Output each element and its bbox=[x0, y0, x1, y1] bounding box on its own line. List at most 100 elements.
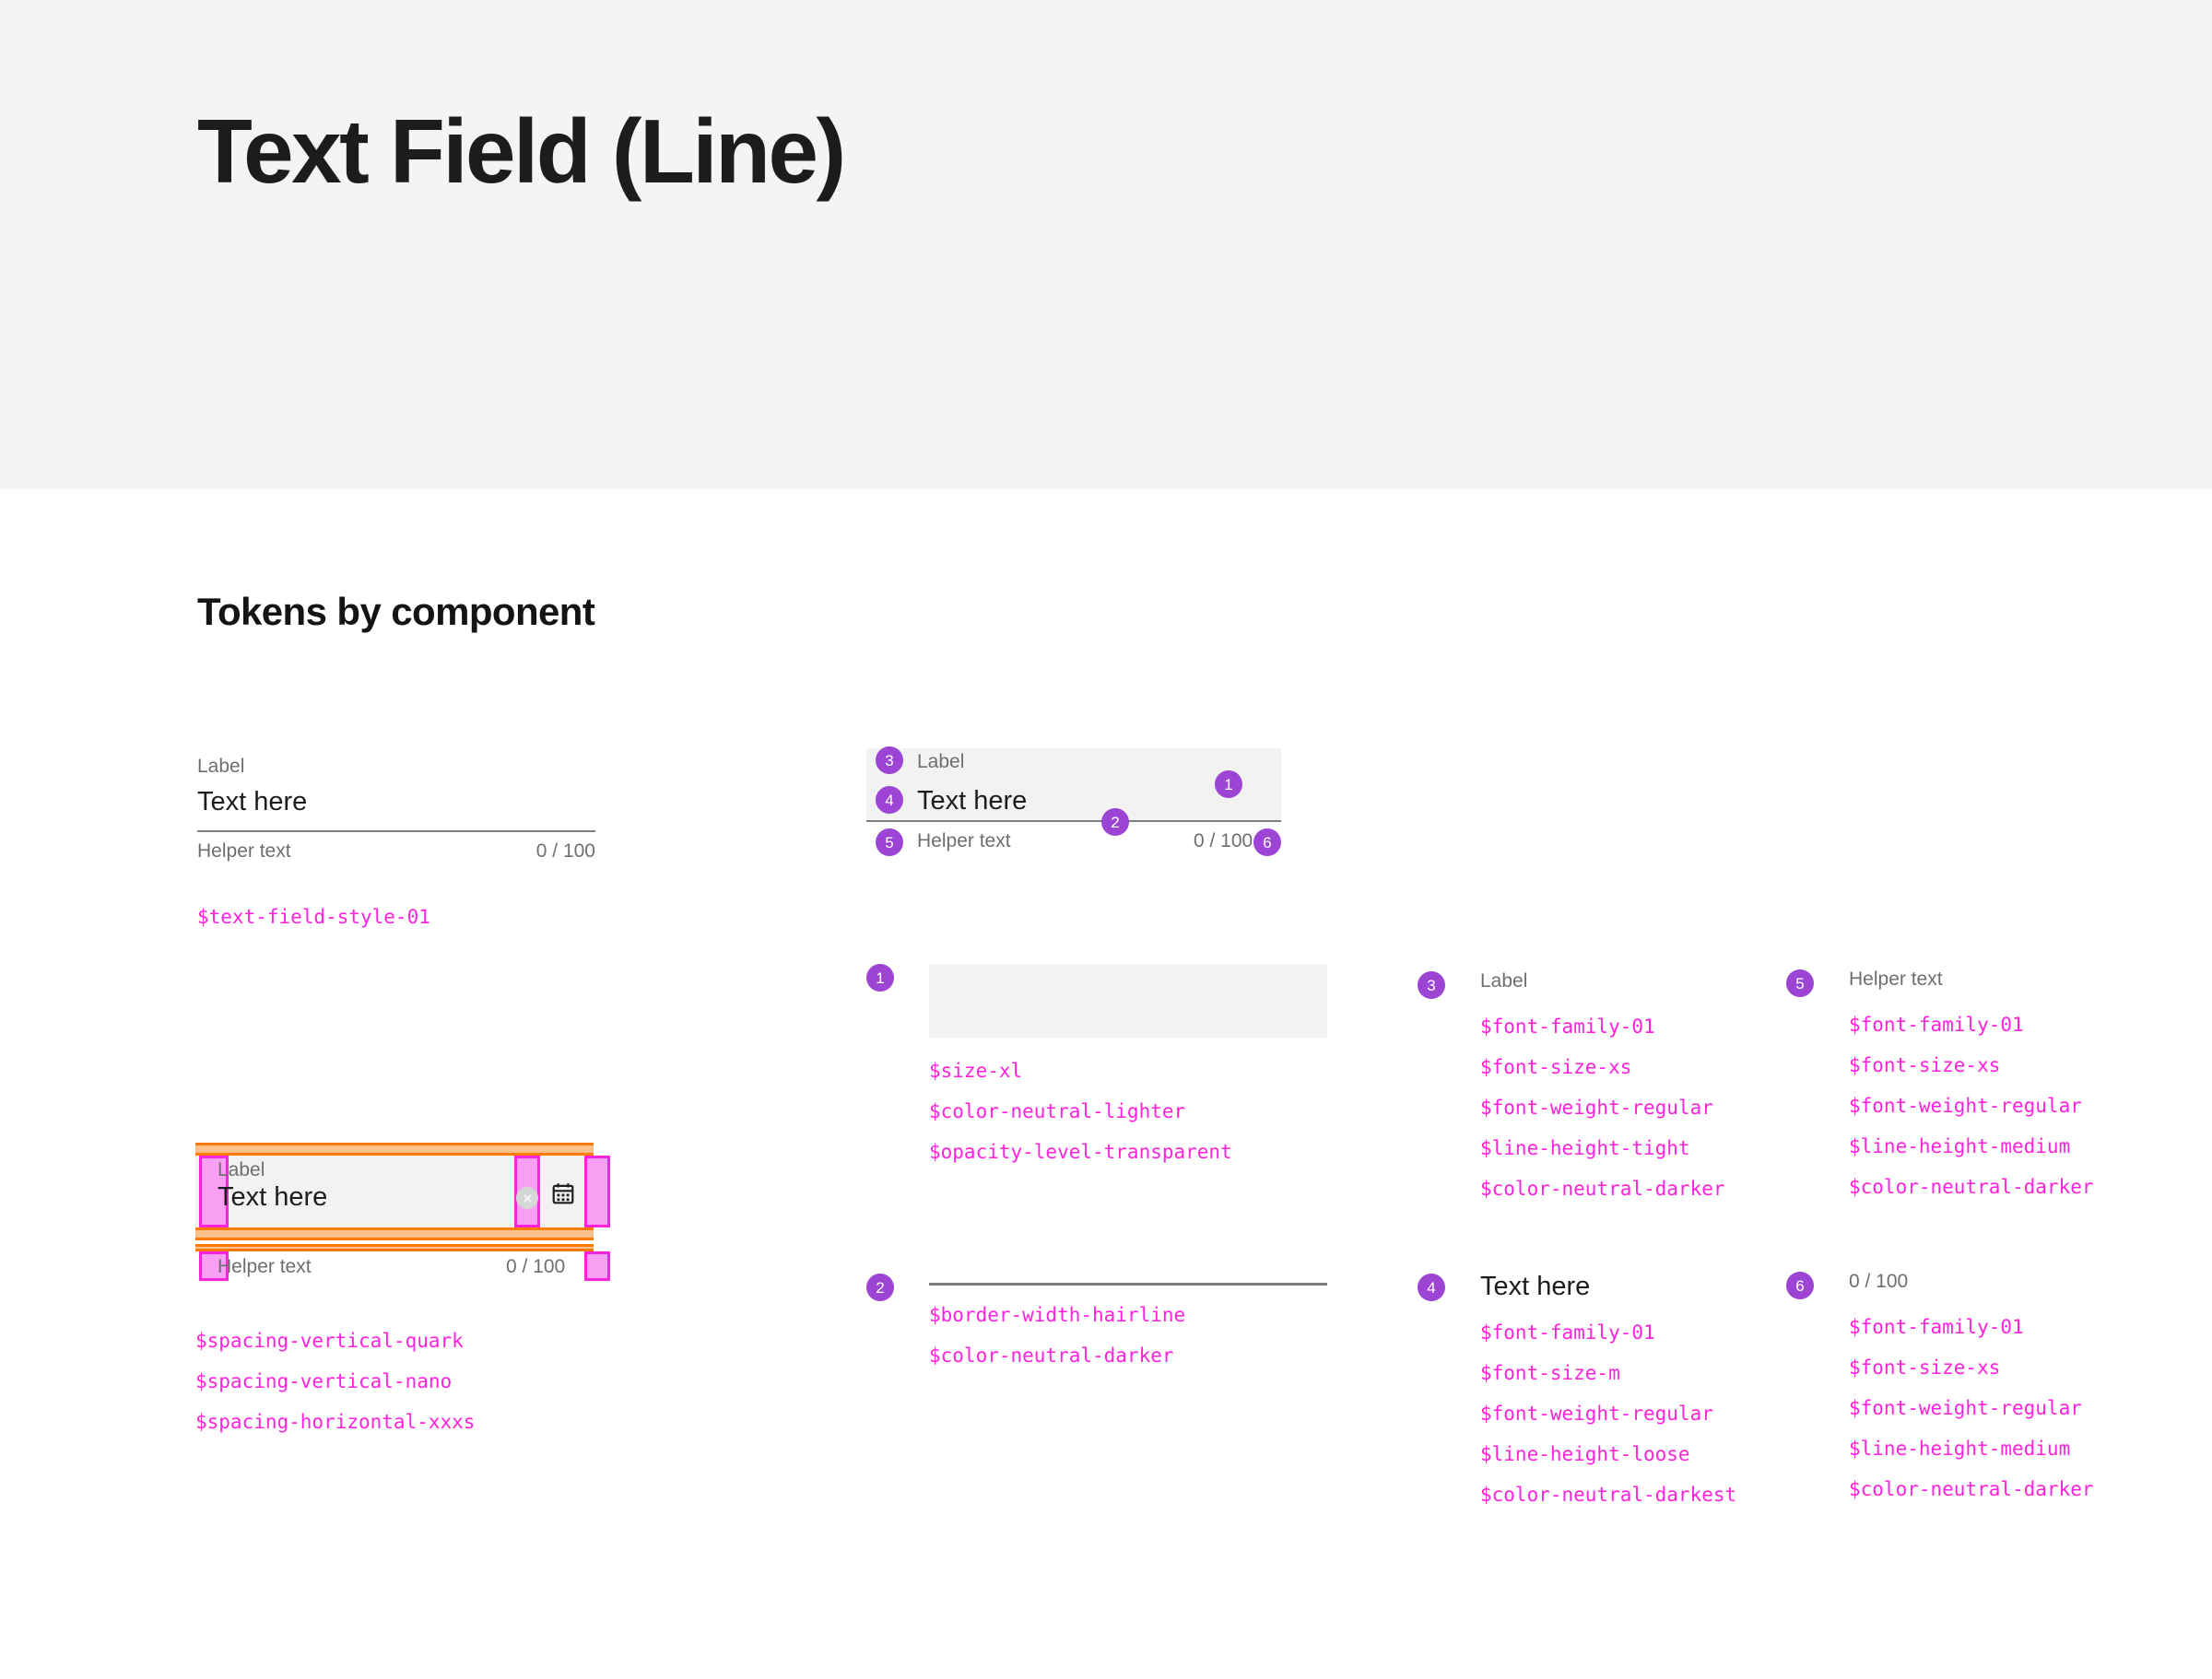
token-item: $font-family-01 bbox=[1480, 1016, 1655, 1038]
annotation-group-4-body: Text here $font-family-01 $font-size-m $… bbox=[1480, 1274, 1736, 1505]
token-item: $color-neutral-darker bbox=[1480, 1178, 1725, 1200]
annotated-field-inner: 3 Label 4 Text here 1 2 5 Helper text 0 … bbox=[866, 746, 1281, 856]
annotation-badge-3: 3 bbox=[876, 746, 903, 774]
annotated-field-shade bbox=[866, 748, 1281, 820]
example-field-value: Text here bbox=[197, 787, 308, 817]
example-field-underline bbox=[197, 830, 595, 833]
size-xl-swatch bbox=[929, 964, 1327, 1038]
label-type-sample: Label bbox=[1480, 971, 1725, 992]
token-item: $border-width-hairline bbox=[929, 1304, 1186, 1326]
annotation-group-5-body: Helper text $font-family-01 $font-size-x… bbox=[1849, 969, 2094, 1197]
annotation-group-6-tokens: $font-family-01 $font-size-xs $font-weig… bbox=[1849, 1318, 2094, 1499]
example-field-box[interactable]: Label Text here Helper text 0 / 100 bbox=[197, 754, 595, 863]
annotation-badge-2-marker: 2 bbox=[866, 1274, 894, 1301]
annotation-badge-1: 1 bbox=[1215, 770, 1242, 798]
annotated-field-label: Label bbox=[917, 751, 965, 772]
token-item: $color-neutral-lighter bbox=[929, 1100, 1186, 1122]
section-heading: Tokens by component bbox=[197, 590, 595, 633]
redline-helper-row: Helper text 0 / 100 bbox=[195, 1251, 610, 1283]
token-item: $line-height-medium bbox=[1849, 1135, 2071, 1157]
clear-circle-icon[interactable] bbox=[516, 1187, 538, 1209]
token-item: $font-size-xs bbox=[1849, 1054, 2001, 1076]
annotation-group-6: 6 0 / 100 $font-family-01 $font-size-xs … bbox=[1786, 1272, 2094, 1499]
annotated-field-counter: 0 / 100 bbox=[1194, 830, 1253, 851]
redline-helper-text: Helper text bbox=[218, 1256, 312, 1277]
value-type-sample: Text here bbox=[1480, 1274, 1736, 1300]
token-item: $line-height-tight bbox=[1480, 1137, 1690, 1159]
counter-type-sample: 0 / 100 bbox=[1849, 1272, 2094, 1292]
annotated-field-value: Text here bbox=[917, 786, 1028, 816]
annotation-group-5-tokens: $font-family-01 $font-size-xs $font-weig… bbox=[1849, 1016, 2094, 1197]
token-item: $font-weight-regular bbox=[1480, 1403, 1713, 1425]
token-item: $font-family-01 bbox=[1480, 1321, 1655, 1344]
token-item: $font-weight-regular bbox=[1480, 1097, 1713, 1119]
annotated-text-field[interactable]: 3 Label 4 Text here 1 2 5 Helper text 0 … bbox=[866, 746, 1281, 856]
example-field-bottom-row: Helper text 0 / 100 bbox=[197, 840, 595, 863]
annotation-group-1-body: $size-xl $color-neutral-lighter $opacity… bbox=[929, 964, 1327, 1162]
redline-counter: 0 / 100 bbox=[506, 1256, 566, 1277]
token-item: $font-weight-regular bbox=[1849, 1397, 2082, 1419]
redline-token: $spacing-vertical-nano bbox=[195, 1370, 453, 1392]
token-item: $opacity-level-transparent bbox=[929, 1141, 1232, 1163]
annotation-group-1: 1 $size-xl $color-neutral-lighter $opaci… bbox=[866, 964, 1327, 1162]
annotation-badge-6-marker: 6 bbox=[1786, 1272, 1814, 1299]
spacing-block-helper-right bbox=[584, 1251, 610, 1281]
sample-text: Helper text bbox=[1849, 969, 1943, 990]
annotation-group-3-tokens: $font-family-01 $font-size-xs $font-weig… bbox=[1480, 1017, 1725, 1199]
spacing-block-left bbox=[199, 1156, 229, 1227]
spacing-bar-middle bbox=[195, 1227, 594, 1240]
token-item: $line-height-medium bbox=[1849, 1438, 2071, 1460]
redline-field-body: Label Text here bbox=[195, 1156, 610, 1227]
sample-text: Label bbox=[1480, 970, 1528, 992]
spacing-block-right bbox=[584, 1156, 610, 1227]
token-item: $font-size-xs bbox=[1480, 1056, 1632, 1078]
token-item: $font-size-xs bbox=[1849, 1356, 2001, 1379]
token-item: $font-weight-regular bbox=[1849, 1095, 2082, 1117]
annotation-badge-1-marker: 1 bbox=[866, 964, 894, 992]
header-band: Text Field (Line) bbox=[0, 0, 2212, 489]
annotation-group-6-body: 0 / 100 $font-family-01 $font-size-xs $f… bbox=[1849, 1272, 2094, 1499]
redline-token: $spacing-vertical-quark bbox=[195, 1330, 464, 1352]
annotation-group-4: 4 Text here $font-family-01 $font-size-m… bbox=[1418, 1274, 1736, 1505]
calendar-icon[interactable] bbox=[551, 1181, 575, 1205]
redline-field-value: Text here bbox=[218, 1182, 328, 1212]
token-item: $color-neutral-darker bbox=[1849, 1176, 2094, 1198]
annotation-badge-5: 5 bbox=[876, 828, 903, 856]
spacing-block-helper-left bbox=[199, 1251, 229, 1281]
annotation-badge-4-marker: 4 bbox=[1418, 1274, 1445, 1301]
annotated-value-row: 4 Text here bbox=[866, 784, 1281, 820]
annotated-field-underline bbox=[866, 820, 1281, 822]
spacing-bar-lower bbox=[195, 1244, 594, 1251]
redline-token: $spacing-horizontal-xxxs bbox=[195, 1411, 476, 1433]
annotation-group-3: 3 Label $font-family-01 $font-size-xs $f… bbox=[1418, 971, 1725, 1199]
annotation-badge-6: 6 bbox=[1253, 828, 1281, 856]
example-field-counter: 0 / 100 bbox=[535, 840, 595, 863]
example-field-style-token: $text-field-style-01 bbox=[197, 906, 430, 928]
token-item: $color-neutral-darker bbox=[1849, 1478, 2094, 1500]
token-item: $font-family-01 bbox=[1849, 1316, 2024, 1338]
annotation-group-5: 5 Helper text $font-family-01 $font-size… bbox=[1786, 969, 2094, 1197]
redline-token-list: $spacing-vertical-quark $spacing-vertica… bbox=[195, 1332, 475, 1432]
annotation-group-1-tokens: $size-xl $color-neutral-lighter $opacity… bbox=[929, 1062, 1327, 1162]
token-item: $font-family-01 bbox=[1849, 1014, 2024, 1036]
annotation-group-2: 2 $border-width-hairline $color-neutral-… bbox=[866, 1274, 1327, 1366]
token-item: $line-height-loose bbox=[1480, 1443, 1690, 1465]
annotation-group-2-tokens: $border-width-hairline $color-neutral-da… bbox=[929, 1306, 1327, 1366]
sample-text: Text here bbox=[1480, 1272, 1591, 1301]
example-text-field[interactable]: Label Text here Helper text 0 / 100 bbox=[197, 754, 595, 863]
annotation-group-2-body: $border-width-hairline $color-neutral-da… bbox=[929, 1274, 1327, 1366]
annotation-badge-5-marker: 5 bbox=[1786, 969, 1814, 997]
token-item: $size-xl bbox=[929, 1060, 1023, 1082]
annotation-group-4-tokens: $font-family-01 $font-size-m $font-weigh… bbox=[1480, 1323, 1736, 1505]
token-item: $font-size-m bbox=[1480, 1362, 1620, 1384]
spacing-bar-top bbox=[195, 1143, 594, 1156]
page-title: Text Field (Line) bbox=[197, 100, 846, 202]
helper-type-sample: Helper text bbox=[1849, 969, 2094, 990]
token-item: $color-neutral-darkest bbox=[1480, 1484, 1737, 1506]
example-field-label: Label bbox=[197, 756, 245, 777]
sample-text: 0 / 100 bbox=[1849, 1271, 1909, 1292]
redline-spacing-diagram: Label Text here Helper text 0 / bbox=[195, 1143, 610, 1283]
redline-field-label: Label bbox=[218, 1159, 265, 1180]
example-field-helper-text: Helper text bbox=[197, 840, 291, 863]
